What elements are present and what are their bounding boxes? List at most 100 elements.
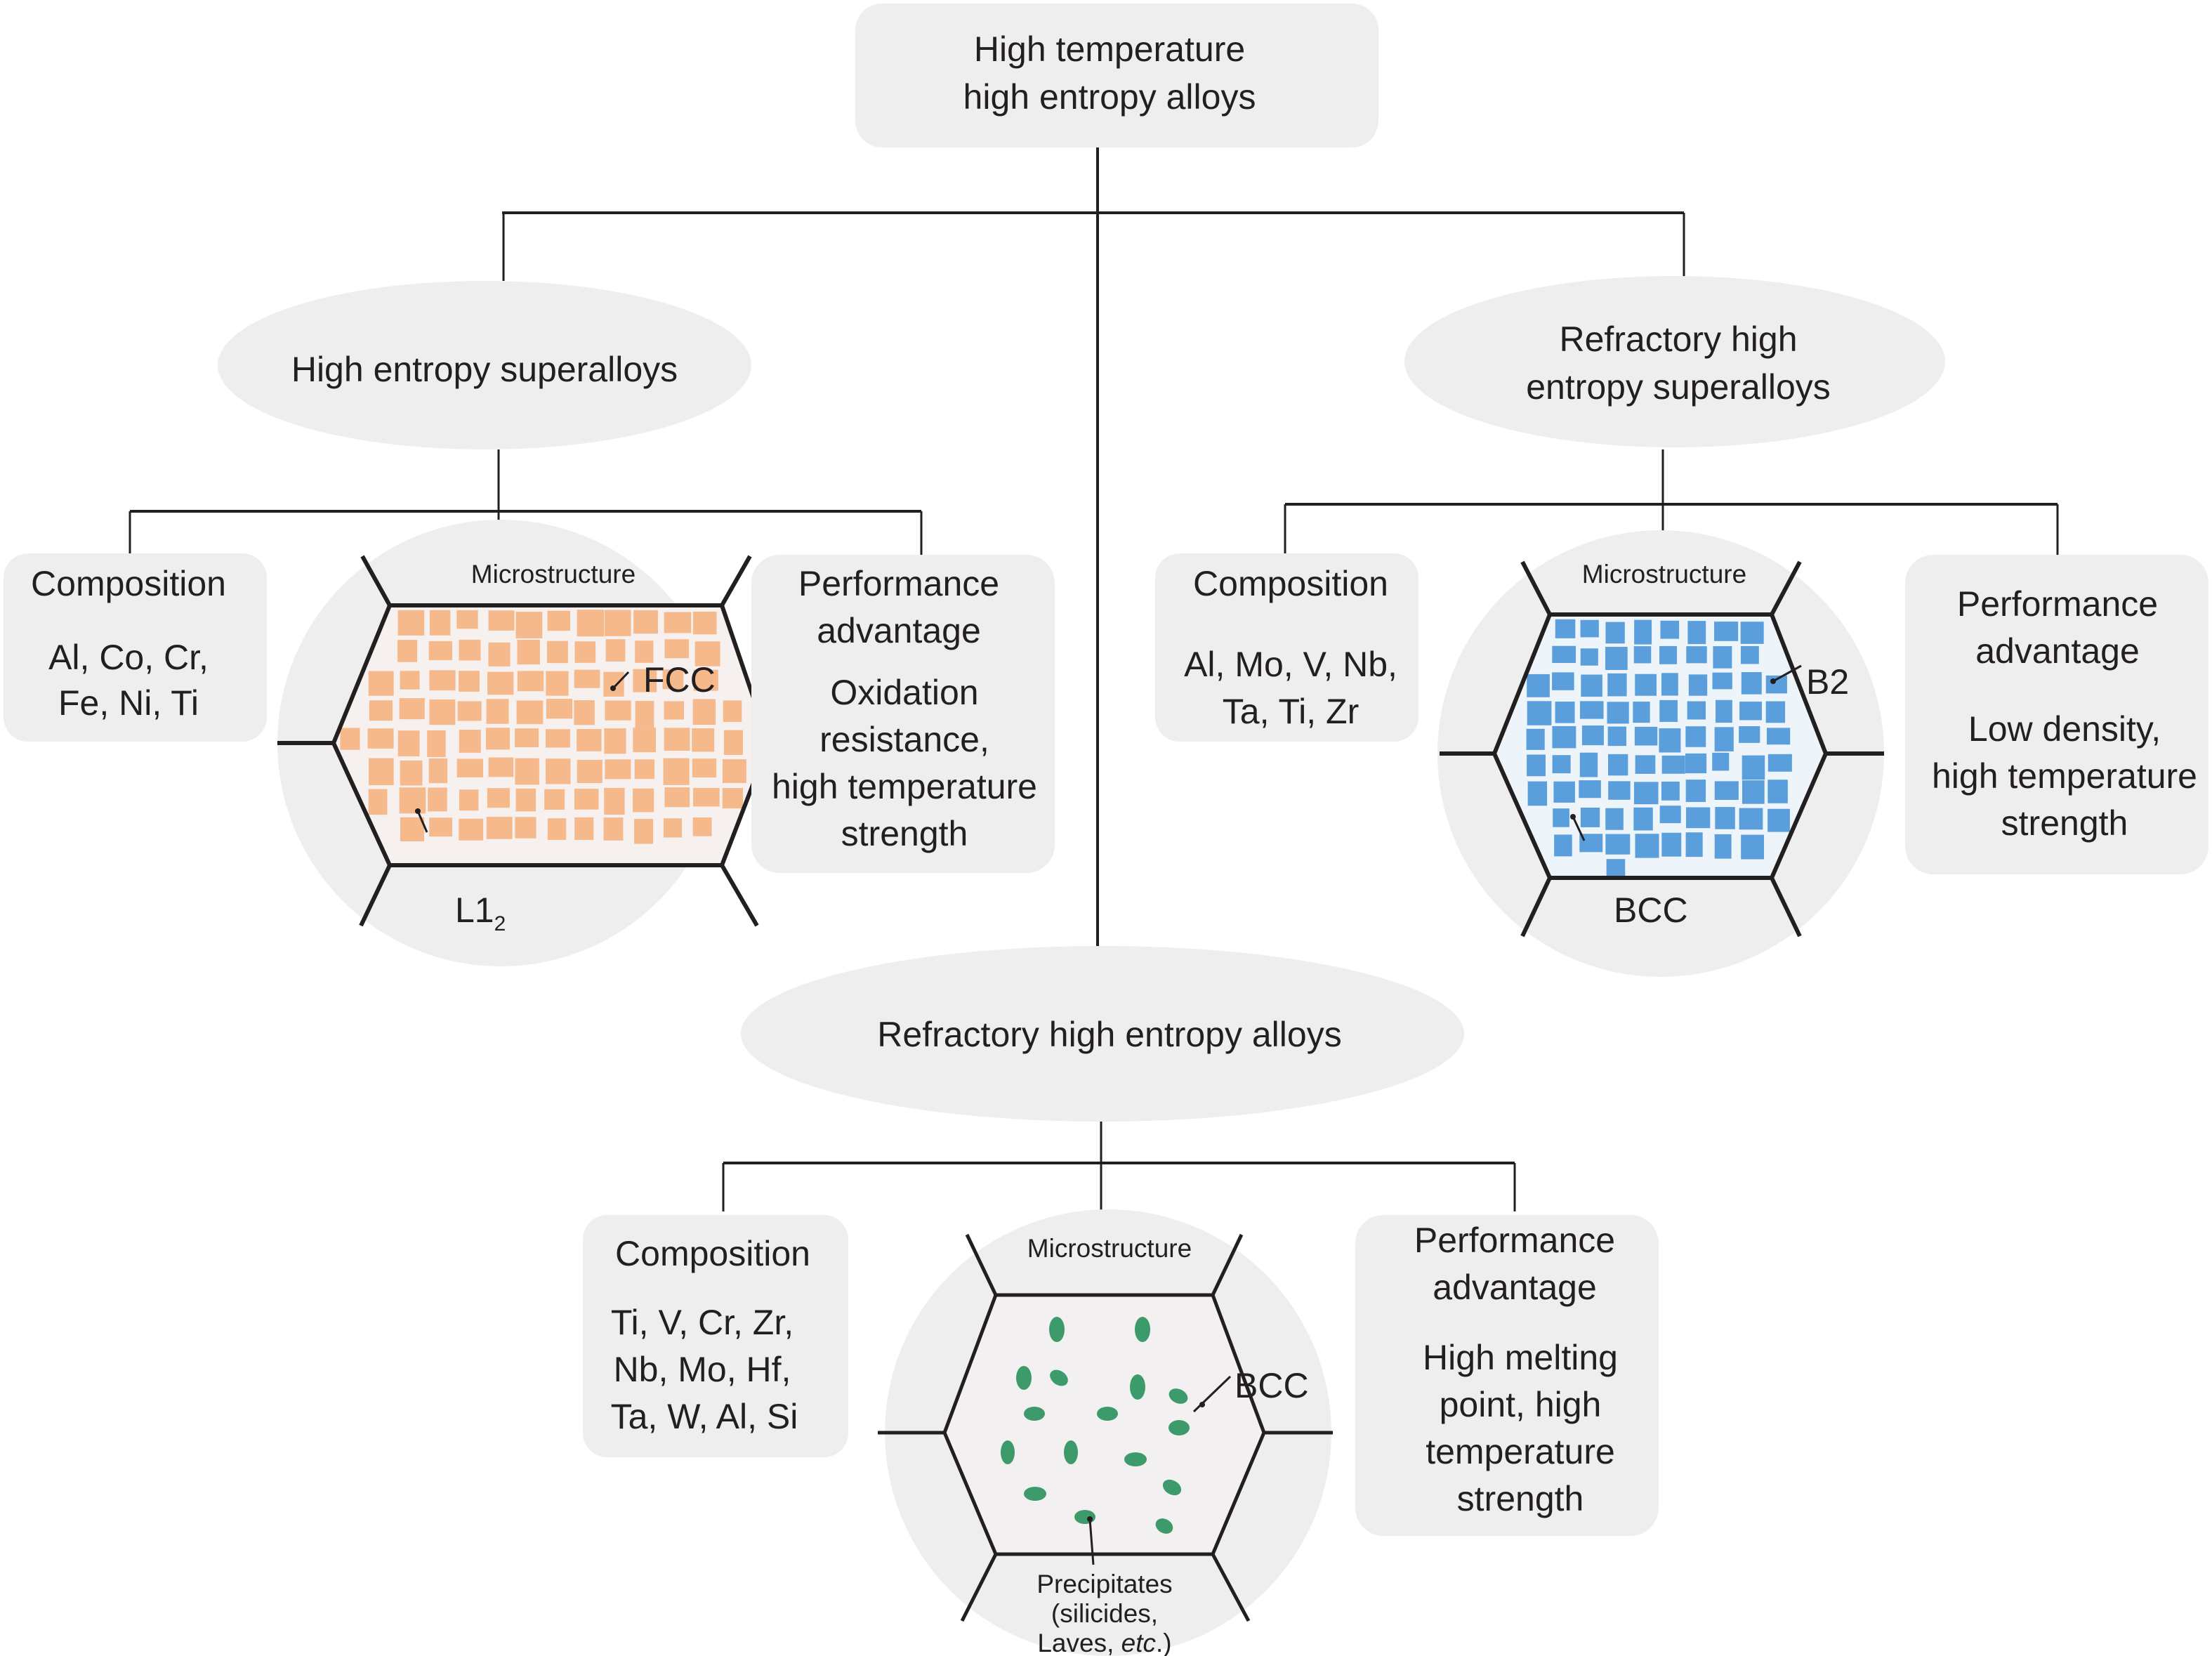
particle-34 <box>1739 702 1762 721</box>
particle-68 <box>1605 808 1624 830</box>
particle-58 <box>1579 780 1601 799</box>
particle-19 <box>1607 673 1627 697</box>
particle-70 <box>1659 806 1681 824</box>
particle-75 <box>399 787 426 814</box>
particle-9 <box>664 612 692 633</box>
particle-87 <box>400 817 425 841</box>
hesa-composition-heading: Composition <box>31 564 226 603</box>
particle-63 <box>1714 781 1739 800</box>
particle-85 <box>692 787 720 807</box>
particle-72 <box>692 758 717 777</box>
particle-51 <box>1661 755 1685 774</box>
particle-21 <box>1661 673 1678 696</box>
particle-78 <box>487 788 510 808</box>
particle-60 <box>1633 782 1659 805</box>
particle-77 <box>1605 834 1631 855</box>
particle-69 <box>605 759 631 780</box>
particle-30 <box>603 671 624 697</box>
particle-67 <box>1580 807 1600 827</box>
particle-3 <box>1634 619 1652 645</box>
particle-33 <box>1715 699 1732 723</box>
particle-50 <box>1635 755 1656 774</box>
precipitate-12 <box>1162 1479 1182 1496</box>
particle-52 <box>1685 753 1707 774</box>
particle-39 <box>1607 726 1626 747</box>
particle-56 <box>604 728 626 754</box>
particle-82 <box>604 787 625 815</box>
rhea-performance-line-4: strength <box>1457 1479 1584 1518</box>
particle-34 <box>369 700 393 721</box>
particle-45 <box>1766 728 1791 745</box>
particle-48 <box>367 728 394 749</box>
connector-lines <box>129 144 2059 1218</box>
particle-70 <box>634 759 654 780</box>
root-title-line-1: High temperature <box>974 29 1245 69</box>
particle-53 <box>515 728 539 748</box>
particle-1 <box>429 610 451 636</box>
particle-42 <box>1685 726 1706 747</box>
particle-14 <box>1713 646 1732 669</box>
particle-71 <box>663 758 690 785</box>
precipitate-8 <box>1168 1420 1190 1435</box>
precipitates-pointer <box>1088 1518 1095 1565</box>
particle-41 <box>574 700 595 725</box>
particle-56 <box>1527 781 1548 806</box>
particle-27 <box>517 671 544 692</box>
particle-65 <box>1767 780 1788 803</box>
fcc-pointer <box>613 671 630 688</box>
particle-81 <box>1714 834 1732 859</box>
particle-43 <box>635 701 654 728</box>
rhea-composition-line-3: Ta, W, Al, Si <box>611 1397 798 1436</box>
particle-66 <box>515 758 539 785</box>
particle-79 <box>515 788 536 812</box>
rhesa-title-line-2: entropy superalloys <box>1526 367 1831 407</box>
rhea-performance-line-2: point, high <box>1440 1385 1602 1424</box>
hesa-performance-heading-1: Performance <box>798 564 999 603</box>
particle-46 <box>1527 754 1546 777</box>
particle-4 <box>515 612 543 638</box>
rhesa-performance-line-2: high temperature <box>1932 756 2197 796</box>
particle-4 <box>1660 620 1680 639</box>
hesa-performance-line-1: Oxidation <box>830 673 978 712</box>
particle-11 <box>397 640 418 662</box>
hesa-performance-line-2: resistance, <box>819 720 989 759</box>
hesa-title: High entropy superalloys <box>291 350 678 389</box>
particle-31 <box>633 669 657 692</box>
particle-17 <box>1552 672 1574 690</box>
particle-24 <box>1741 672 1762 695</box>
rhesa-composition-heading: Composition <box>1193 564 1388 603</box>
rhesa-microstructure: Microstructure B2 BCC <box>1437 530 1884 977</box>
particle-23 <box>400 671 420 690</box>
particle-43 <box>1714 727 1734 751</box>
hesa-microstructure-heading: Microstructure <box>471 560 636 589</box>
particle-32 <box>1687 701 1706 720</box>
hesa-performance-heading-2: advantage <box>817 611 981 650</box>
particle-68 <box>577 759 603 783</box>
particle-27 <box>1555 702 1575 723</box>
hesa-performance-box: Performance advantage Oxidation resistan… <box>751 555 1055 873</box>
bcc-pointer-rhesa-dot <box>1570 814 1576 820</box>
particle-52 <box>486 728 510 750</box>
rhesa-composition-line-1: Al, Mo, V, Nb, <box>1184 645 1397 684</box>
particle-23 <box>1712 672 1732 690</box>
particle-41 <box>1659 728 1681 753</box>
particle-64 <box>456 758 483 777</box>
rhea-performance-box: Performance advantage High melting point… <box>1355 1215 1659 1536</box>
particle-7 <box>604 610 631 636</box>
particle-78 <box>1635 834 1659 858</box>
particle-24 <box>429 670 456 691</box>
particle-74 <box>368 789 388 815</box>
particle-59 <box>692 728 715 752</box>
particle-48 <box>1579 752 1598 777</box>
rhesa-microstructure-heading: Microstructure <box>1582 560 1746 589</box>
particle-55 <box>577 729 602 751</box>
particle-80 <box>544 789 565 810</box>
particle-15 <box>517 640 540 665</box>
particle-97 <box>692 817 712 836</box>
particle-57 <box>633 728 657 753</box>
particle-20 <box>664 639 690 659</box>
hesa-node: High entropy superalloys <box>218 281 751 449</box>
rhesa-performance-box: Performance advantage Low density, high … <box>1905 555 2208 874</box>
particle-18 <box>605 639 626 662</box>
rhea-composition-box: Composition Ti, V, Cr, Zr, Nb, Mo, Hf, T… <box>583 1215 848 1457</box>
